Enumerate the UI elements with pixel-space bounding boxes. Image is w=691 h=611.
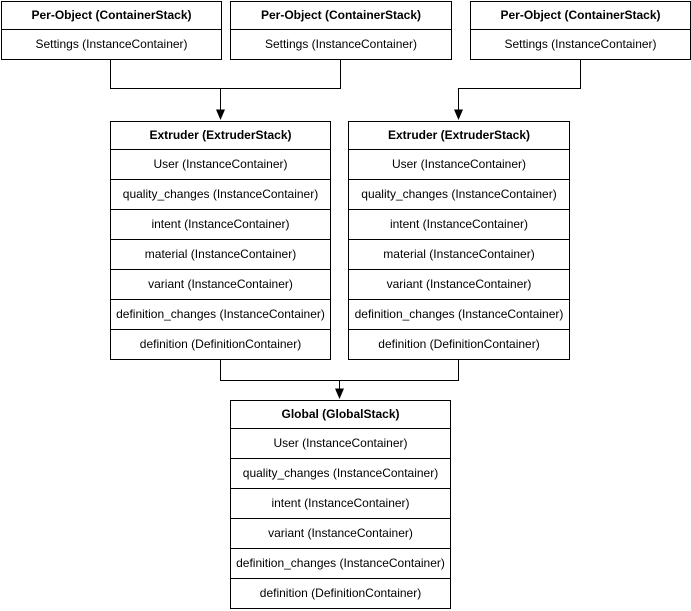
stack-row: definition_changes (InstanceContainer) [349,300,569,330]
stack-row: definition (DefinitionContainer) [139,337,302,351]
stack-row: quality_changes (InstanceContainer) [349,180,569,210]
node-extruder-stack-2: Extruder (ExtruderStack) User (InstanceC… [348,121,570,360]
node-title: Per-Object (ContainerStack) [231,2,451,30]
stack-row: definition (DefinitionContainer) [259,586,422,600]
stack-row: intent (InstanceContainer) [111,210,330,240]
stack-row: Settings (InstanceContainer) [35,37,188,51]
stack-row: Settings (InstanceContainer) [504,37,657,51]
node-per-object-stack-3: Per-Object (ContainerStack) Settings (In… [470,1,691,60]
node-global-stack: Global (GlobalStack) User (InstanceConta… [230,400,451,609]
node-extruder-stack-1: Extruder (ExtruderStack) User (InstanceC… [110,121,331,360]
node-title: Global (GlobalStack) [231,401,450,429]
stack-row: variant (InstanceContainer) [231,519,450,549]
stack-row: definition_changes (InstanceContainer) [231,549,450,579]
stack-row: quality_changes (InstanceContainer) [231,459,450,489]
node-per-object-stack-1: Per-Object (ContainerStack) Settings (In… [1,1,222,60]
stack-row: User (InstanceContainer) [231,429,450,459]
connector-extruders-to-global [220,360,459,399]
node-title: Per-Object (ContainerStack) [471,2,690,30]
node-per-object-stack-2: Per-Object (ContainerStack) Settings (In… [230,1,452,60]
node-title: Extruder (ExtruderStack) [349,122,569,150]
node-title: Extruder (ExtruderStack) [111,122,330,150]
stack-row: Settings (InstanceContainer) [264,37,418,51]
stack-row: variant (InstanceContainer) [111,270,330,300]
stack-row: quality_changes (InstanceContainer) [111,180,330,210]
stack-row: intent (InstanceContainer) [349,210,569,240]
connector-perobject12-to-extruder-left [110,60,341,120]
node-title: Per-Object (ContainerStack) [2,2,221,30]
stack-row: material (InstanceContainer) [111,240,330,270]
stack-row: variant (InstanceContainer) [349,270,569,300]
stack-row: intent (InstanceContainer) [231,489,450,519]
stack-row: definition_changes (InstanceContainer) [111,300,330,330]
stack-row: User (InstanceContainer) [349,150,569,180]
stack-row: material (InstanceContainer) [349,240,569,270]
connector-perobject3-to-extruder-right [454,60,581,120]
stack-row: User (InstanceContainer) [111,150,330,180]
stack-row: definition (DefinitionContainer) [378,337,540,351]
